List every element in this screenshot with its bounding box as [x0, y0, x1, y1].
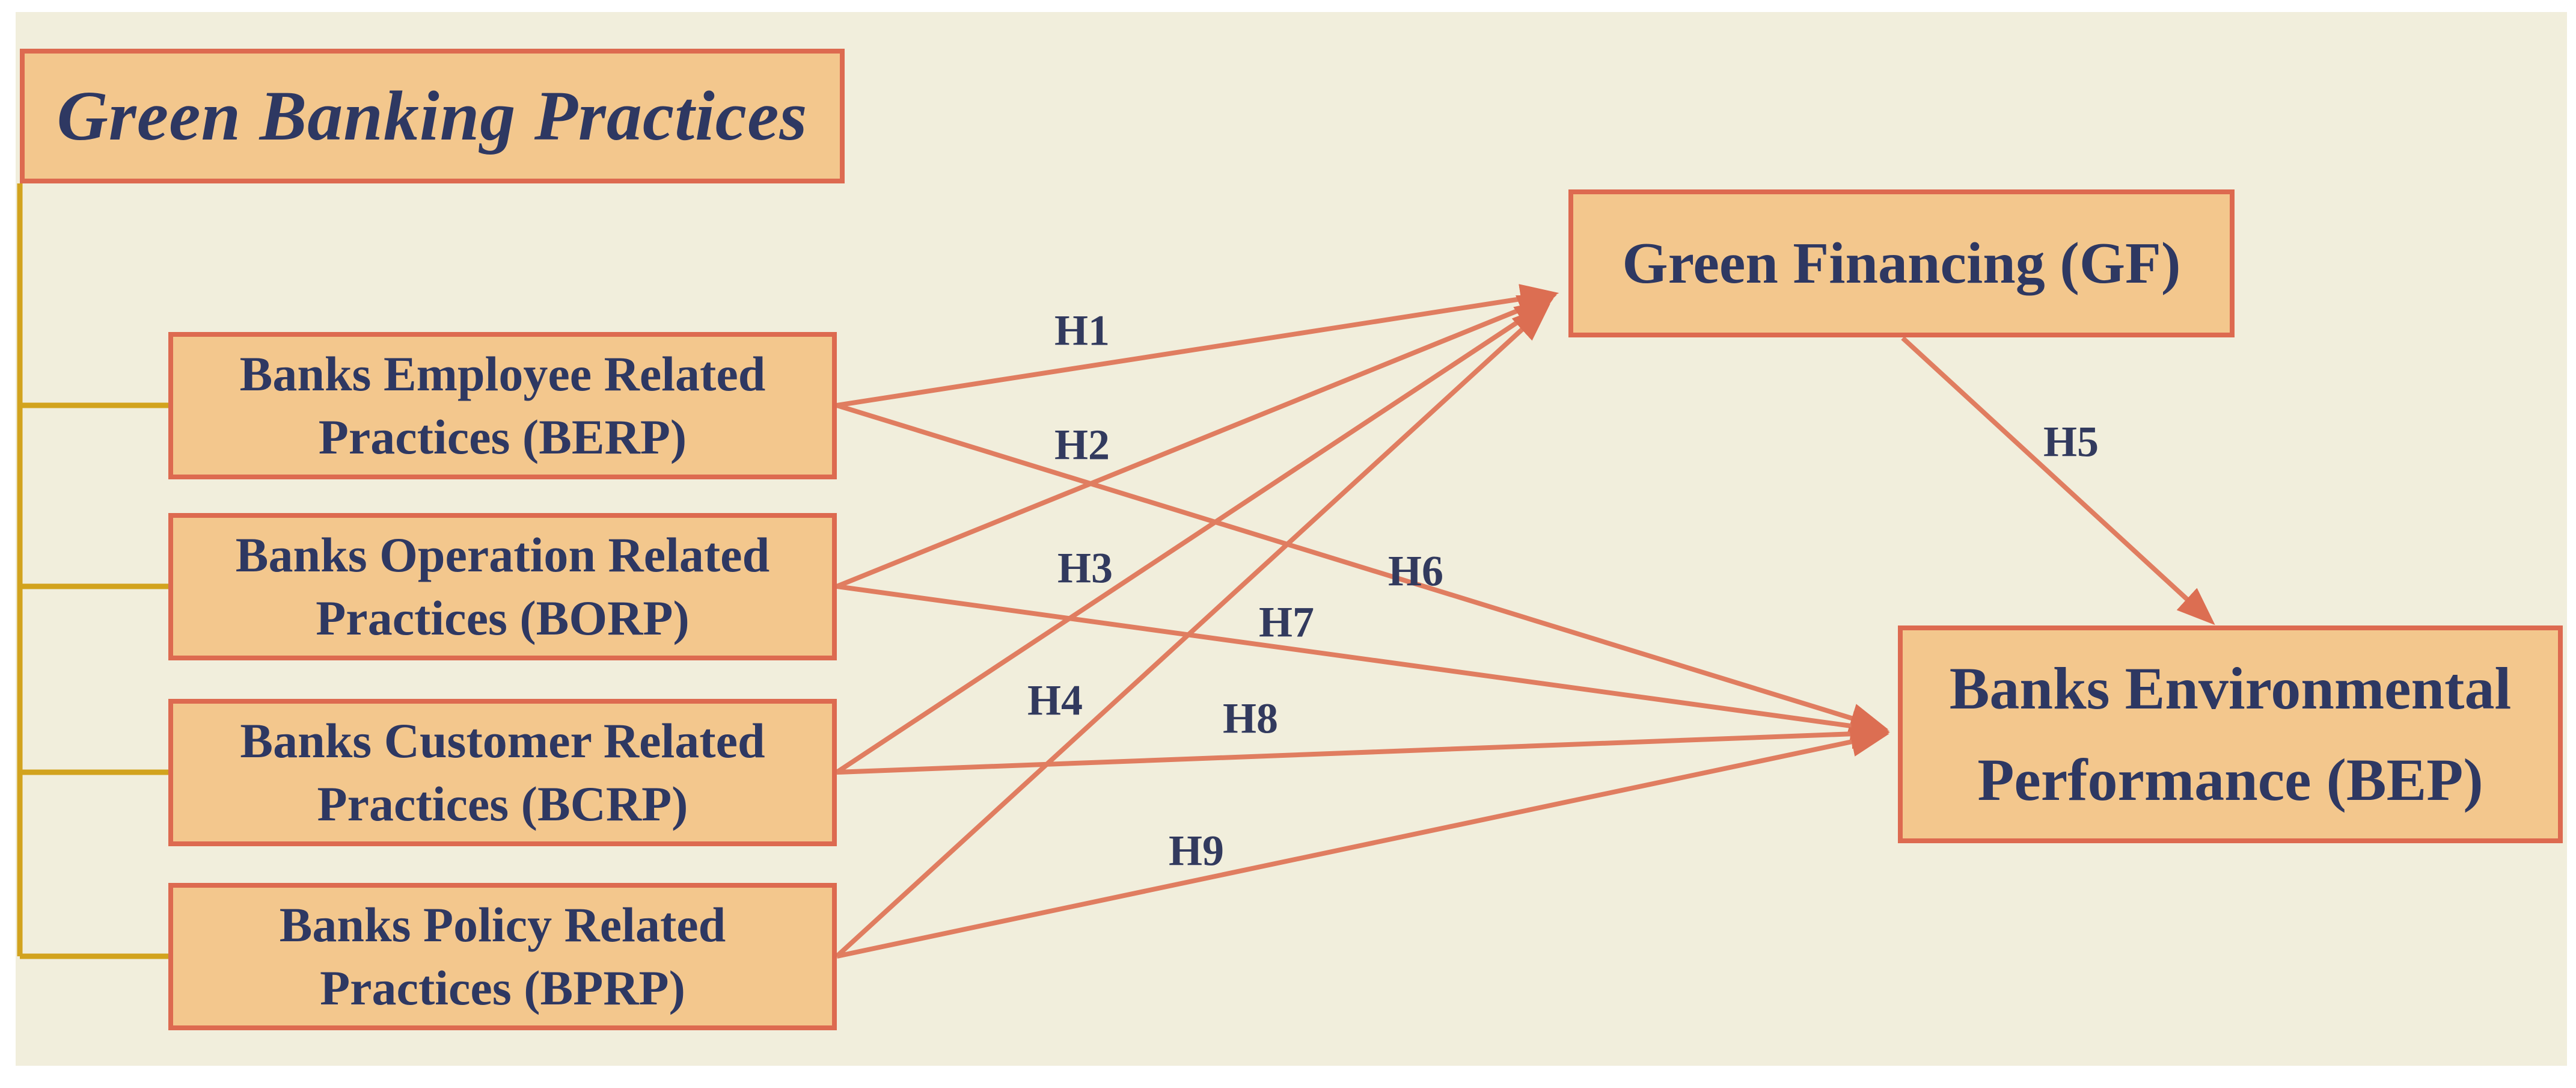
arrow-h7-borp-to-bep — [836, 584, 1890, 741]
berp-label-line1: Banks Employee Related — [239, 346, 766, 401]
bcrp-box: Banks Customer Related Practices (BCRP) — [168, 699, 837, 846]
berp-box: Banks Employee Related Practices (BERP) — [168, 332, 837, 479]
h2-label: H2 — [1054, 420, 1110, 469]
group-title-box: Green Banking Practices — [20, 49, 845, 183]
bep-label-line2: Performance (BEP) — [1977, 746, 2483, 813]
arrow-h4-bprp-to-gf — [835, 303, 1550, 958]
arrow-h6-berp-to-bep — [836, 403, 1889, 733]
borp-label-line2: Practices (BORP) — [316, 590, 690, 645]
borp-box: Banks Operation Related Practices (BORP) — [168, 513, 837, 660]
h8-label: H8 — [1222, 694, 1279, 743]
h4-label: H4 — [1027, 676, 1083, 725]
berp-label-line2: Practices (BERP) — [318, 409, 687, 464]
arrow-h1-berp-to-gf — [836, 284, 1559, 408]
bcrp-label-line2: Practices (BCRP) — [317, 776, 688, 831]
gf-label: Green Financing (GF) — [1622, 231, 2181, 296]
arrow-h8-bcrp-to-bep — [836, 719, 1890, 775]
h6-label: H6 — [1387, 547, 1444, 595]
h5-label: H5 — [2043, 417, 2099, 466]
bprp-label-line1: Banks Policy Related — [279, 897, 726, 952]
bprp-box: Banks Policy Related Practices (BPRP) — [168, 883, 837, 1030]
bprp-label-line2: Practices (BPRP) — [320, 960, 685, 1015]
h7-label: H7 — [1258, 598, 1315, 647]
arrow-h2-borp-to-gf — [836, 295, 1557, 589]
group-title-label: Green Banking Practices — [57, 76, 808, 155]
h9-label: H9 — [1168, 826, 1225, 875]
h1-label: H1 — [1054, 306, 1110, 355]
borp-label-line1: Banks Operation Related — [235, 527, 770, 582]
hypothesis-arrows — [835, 284, 2215, 959]
arrow-h3-bcrp-to-gf — [835, 298, 1554, 775]
gf-box: Green Financing (GF) — [1568, 189, 2235, 337]
arrow-h5-gf-to-bep — [1901, 336, 2215, 625]
h3-label: H3 — [1057, 544, 1113, 592]
bcrp-label-line1: Banks Customer Related — [240, 713, 765, 768]
group-bracket — [17, 183, 168, 959]
bep-box: Banks Environmental Performance (BEP) — [1898, 625, 2563, 843]
bep-label-line1: Banks Environmental — [1949, 655, 2512, 722]
arrow-h9-bprp-to-bep — [836, 727, 1889, 959]
